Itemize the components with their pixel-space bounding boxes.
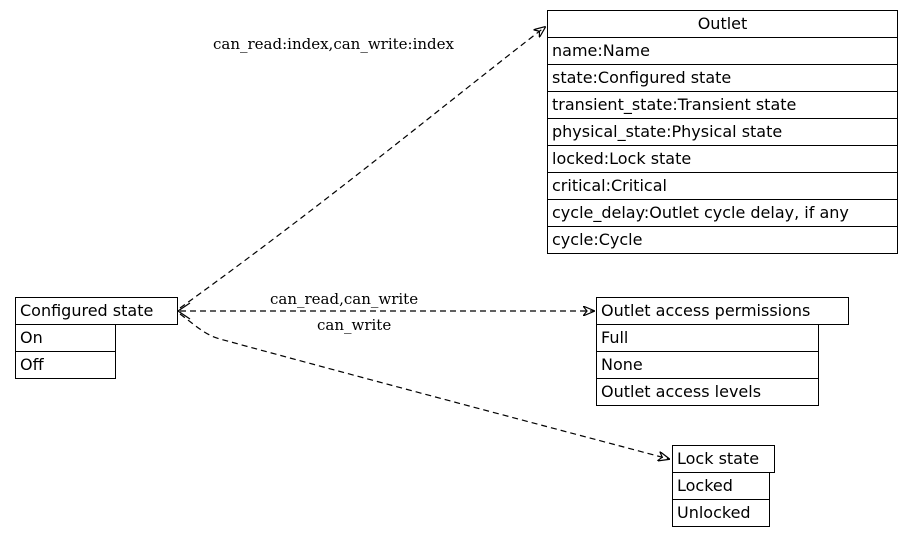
- node-outlet-field: transient_state:Transient state: [547, 91, 898, 119]
- node-outlet-field: state:Configured state: [547, 64, 898, 92]
- node-outlet-field: physical_state:Physical state: [547, 118, 898, 146]
- node-outlet-access-permissions-value: Outlet access levels: [596, 378, 819, 406]
- edge-label-outlet-access-permissions: can_read,can_write: [270, 290, 419, 308]
- node-outlet-access-permissions-value: Full: [596, 324, 819, 352]
- node-configured-state-value: On: [15, 324, 116, 352]
- node-configured-state-value: Off: [15, 351, 116, 379]
- edge-configured-state-to-outlet: [179, 27, 545, 309]
- node-outlet-access-permissions: Outlet access permissions Full None Outl…: [596, 297, 849, 406]
- node-outlet-field: critical:Critical: [547, 172, 898, 200]
- node-outlet: Outlet name:Name state:Configured state …: [547, 10, 898, 254]
- edge-label-lock-state: can_write: [317, 316, 392, 334]
- node-lock-state-value: Locked: [672, 472, 770, 500]
- edge-source-arrowhead: [176, 302, 191, 320]
- node-lock-state-title: Lock state: [672, 445, 775, 473]
- node-outlet-field: cycle_delay:Outlet cycle delay, if any: [547, 199, 898, 227]
- node-outlet-access-permissions-title: Outlet access permissions: [596, 297, 849, 325]
- node-lock-state-value: Unlocked: [672, 499, 770, 527]
- edge-label-outlet: can_read:index,can_write:index: [213, 35, 454, 53]
- node-outlet-field: name:Name: [547, 37, 898, 65]
- node-outlet-field: locked:Lock state: [547, 145, 898, 173]
- node-outlet-title: Outlet: [547, 10, 898, 38]
- node-outlet-access-permissions-value: None: [596, 351, 819, 379]
- node-configured-state-title: Configured state: [15, 297, 178, 325]
- node-outlet-field: cycle:Cycle: [547, 226, 898, 254]
- edge-configured-state-to-lock-state: [179, 313, 669, 459]
- node-lock-state: Lock state Locked Unlocked: [672, 445, 775, 527]
- node-configured-state: Configured state On Off: [15, 297, 178, 379]
